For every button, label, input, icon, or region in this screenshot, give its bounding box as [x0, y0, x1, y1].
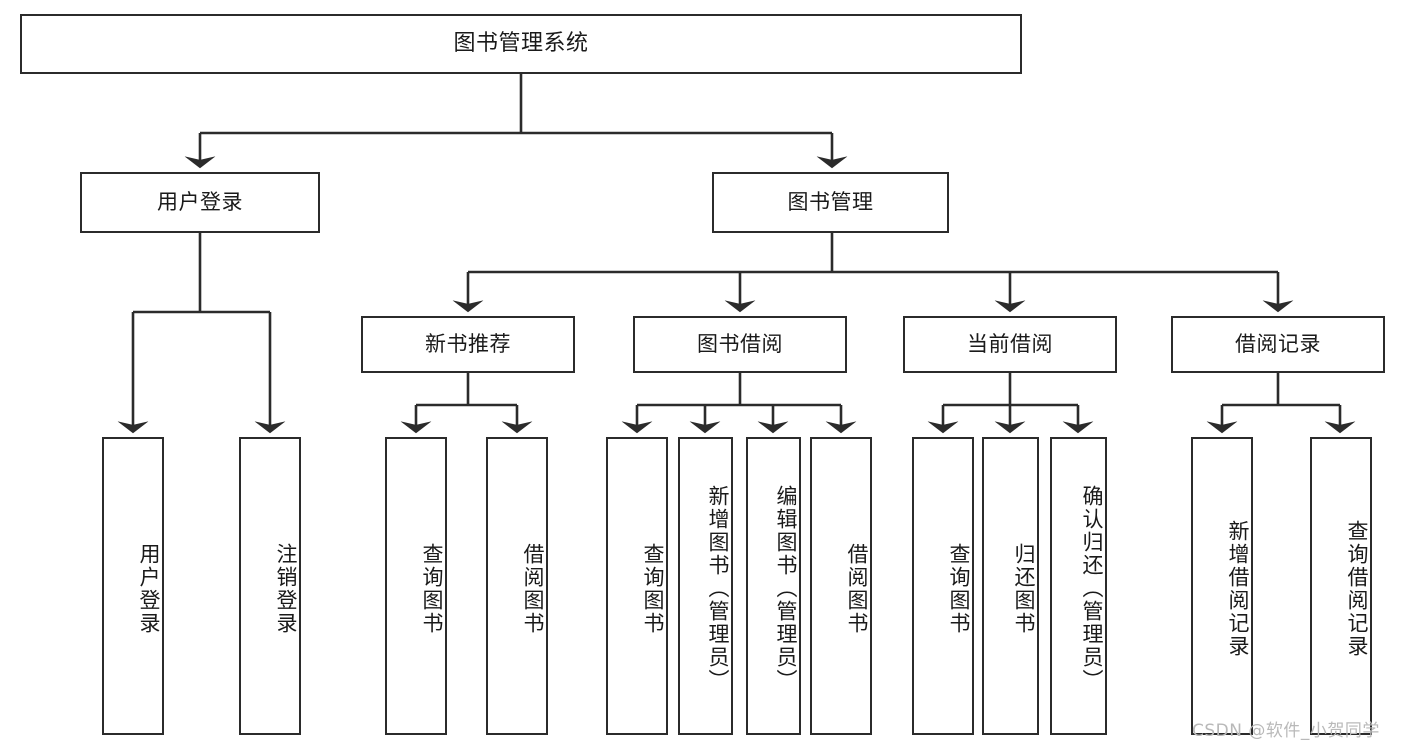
node-root-book-management-system[interactable]: 图书管理系统: [20, 14, 1022, 74]
leaf-add-book-admin[interactable]: 新增图书（管理员）: [678, 437, 733, 735]
node-label: 编辑图书（管理员）: [774, 484, 798, 692]
leaf-edit-book-admin[interactable]: 编辑图书（管理员）: [746, 437, 801, 735]
node-label: 新书推荐: [425, 331, 511, 356]
node-label: 图书管理: [787, 189, 874, 214]
node-label: 借阅图书: [521, 543, 545, 635]
node-current-borrow[interactable]: 当前借阅: [903, 316, 1117, 373]
leaf-return-book[interactable]: 归还图书: [982, 437, 1039, 735]
node-book-management[interactable]: 图书管理: [712, 172, 949, 233]
node-label: 新增借阅记录: [1226, 520, 1250, 658]
node-label: 用户登录: [157, 189, 243, 214]
node-label: 归还图书: [1012, 543, 1036, 635]
leaf-logout-login[interactable]: 注销登录: [239, 437, 301, 735]
node-label: 图书借阅: [697, 331, 783, 356]
node-label: 用户登录: [137, 543, 161, 635]
node-label: 查询图书: [641, 543, 665, 635]
leaf-confirm-return-admin[interactable]: 确认归还（管理员）: [1050, 437, 1107, 735]
node-label: 借阅记录: [1235, 331, 1321, 356]
csdn-watermark: CSDN @软件_小贺同学: [1192, 721, 1380, 741]
node-new-book-recommend[interactable]: 新书推荐: [361, 316, 575, 373]
node-label: 查询图书: [420, 543, 444, 635]
node-label: 借阅图书: [845, 543, 869, 635]
leaf-add-borrow-record[interactable]: 新增借阅记录: [1191, 437, 1253, 735]
leaf-query-book-recommend[interactable]: 查询图书: [385, 437, 447, 735]
node-label: 图书管理系统: [453, 30, 589, 56]
node-label: 新增图书（管理员）: [706, 484, 730, 692]
node-label: 查询图书: [947, 543, 971, 635]
leaf-query-book-borrow[interactable]: 查询图书: [606, 437, 668, 735]
node-label: 当前借阅: [967, 331, 1053, 356]
node-book-borrow[interactable]: 图书借阅: [633, 316, 847, 373]
node-label: 查询借阅记录: [1345, 520, 1369, 658]
leaf-query-borrow-record[interactable]: 查询借阅记录: [1310, 437, 1372, 735]
node-user-login[interactable]: 用户登录: [80, 172, 320, 233]
node-label: 确认归还（管理员）: [1080, 484, 1104, 692]
node-label: 注销登录: [274, 543, 298, 635]
leaf-query-book-current[interactable]: 查询图书: [912, 437, 974, 735]
leaf-user-login[interactable]: 用户登录: [102, 437, 164, 735]
leaf-borrow-book[interactable]: 借阅图书: [810, 437, 872, 735]
node-borrow-records[interactable]: 借阅记录: [1171, 316, 1385, 373]
leaf-borrow-book-recommend[interactable]: 借阅图书: [486, 437, 548, 735]
